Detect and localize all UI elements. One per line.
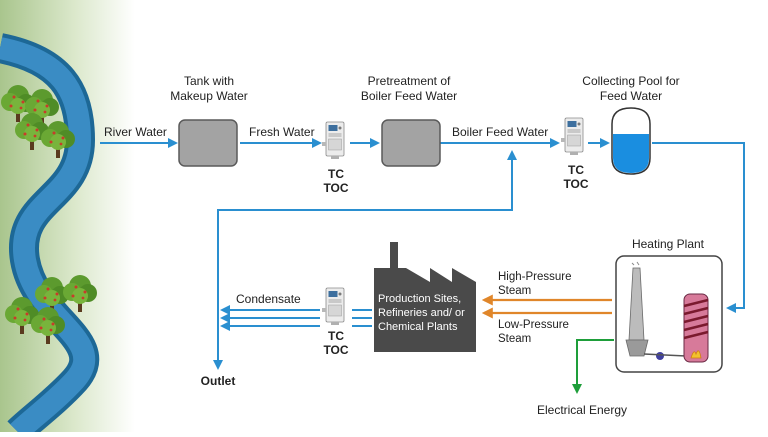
- toc-label-1: TOC: [323, 181, 348, 195]
- electrical-energy-line: [572, 339, 614, 394]
- flame-icon: [690, 350, 702, 359]
- factory-icon: [374, 242, 476, 352]
- river-water-label: River Water: [104, 125, 167, 139]
- low-pressure-label-line2: Steam: [498, 333, 531, 345]
- collecting-pool-tank: [611, 107, 651, 175]
- fresh-water-label: Fresh Water: [249, 125, 315, 139]
- tc-label-2: TC: [568, 163, 584, 177]
- analyzer-icon: [321, 287, 345, 326]
- low-pressure-label-line1: Low-Pressure: [498, 319, 569, 331]
- high-pressure-label-line2: Steam: [498, 285, 531, 297]
- return-loop-line: [213, 150, 517, 370]
- chimney-icon: [625, 261, 687, 360]
- production-label-line1: Production Sites,: [378, 293, 461, 305]
- pretreatment-title-line2: Boiler Feed Water: [361, 89, 457, 103]
- pretreatment-tank: [381, 119, 441, 167]
- boiler-feed-water-label: Boiler Feed Water: [452, 125, 548, 139]
- production-label-line3: Chemical Plants: [378, 321, 458, 333]
- tc-label-3: TC: [328, 329, 344, 343]
- electrical-energy-label: Electrical Energy: [537, 403, 627, 417]
- makeup-water-tank: [178, 119, 238, 167]
- condensate-label: Condensate: [236, 292, 301, 306]
- tank-title-line1: Tank with: [184, 74, 234, 88]
- production-label-line2: Refineries and/ or: [378, 307, 465, 319]
- toc-label-2: TOC: [563, 177, 588, 191]
- feed-to-heating-line: [652, 142, 745, 313]
- high-pressure-label-line1: High-Pressure: [498, 271, 572, 283]
- outlet-label: Outlet: [201, 374, 236, 388]
- toc-label-3: TOC: [323, 343, 348, 357]
- pool-title-line2: Feed Water: [600, 89, 662, 103]
- boiler-icon: [683, 293, 709, 363]
- river: [0, 37, 96, 437]
- heating-plant-label: Heating Plant: [632, 237, 705, 251]
- pool-title-line1: Collecting Pool for: [582, 74, 679, 88]
- tc-label-1: TC: [328, 167, 344, 181]
- pretreatment-title-line1: Pretreatment of: [368, 74, 451, 88]
- analyzer-icon: [560, 117, 584, 156]
- analyzer-icon: [321, 121, 345, 160]
- tank-title-line2: Makeup Water: [170, 89, 248, 103]
